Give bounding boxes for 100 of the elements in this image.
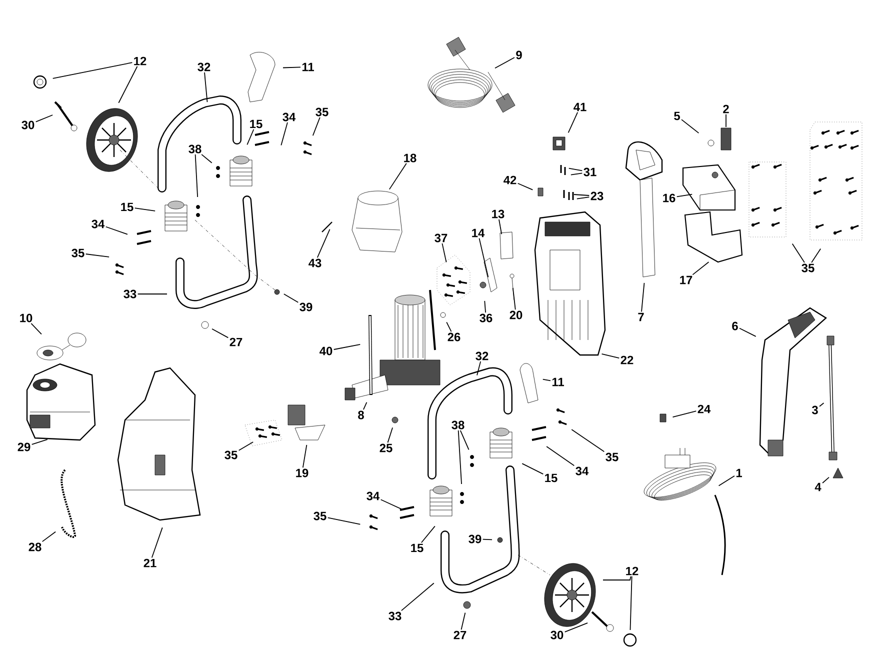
leader-line: [201, 154, 212, 164]
callout-number: 24: [698, 404, 711, 414]
callout-number: 29: [18, 442, 30, 452]
callout-number: 22: [620, 356, 634, 364]
leader-line: [327, 517, 361, 525]
callout-number: 35: [314, 512, 326, 520]
callout-number: 15: [545, 474, 558, 482]
leader-line: [602, 576, 632, 580]
callout-number: 13: [492, 210, 504, 218]
leader-line: [517, 182, 534, 190]
leader-line: [85, 254, 110, 258]
callout-number: 2: [723, 104, 729, 114]
leader-line: [212, 328, 229, 338]
leader-line: [576, 196, 590, 200]
leader-line: [333, 344, 361, 350]
leader-line: [676, 194, 693, 198]
callout-number: 43: [308, 258, 322, 268]
leader-line: [564, 622, 588, 632]
leader-line: [476, 360, 482, 376]
callout-number: 34: [576, 466, 589, 476]
callout-number: 12: [626, 566, 638, 576]
callout-number: 9: [516, 50, 522, 60]
callout-number: 18: [404, 154, 416, 162]
leader-line: [118, 66, 138, 104]
leader-line: [246, 128, 254, 146]
callout-number: 32: [198, 62, 210, 72]
callout-number: 26: [448, 332, 460, 342]
callout-number: 17: [680, 276, 692, 284]
callout-number: 7: [638, 312, 644, 322]
leader-line: [283, 294, 299, 303]
callout-number: 6: [732, 322, 738, 330]
leader-line: [282, 66, 301, 68]
callout-number: 35: [72, 248, 84, 258]
callout-number: 32: [476, 352, 488, 360]
leader-line: [718, 475, 735, 486]
callout-number: 5: [674, 112, 680, 120]
callout-number: 15: [121, 202, 134, 212]
leader-line: [420, 526, 436, 544]
callout-number: 35: [316, 108, 328, 116]
callout-number: 20: [510, 310, 522, 320]
callout-number: 25: [380, 444, 392, 452]
callout-number: 8: [358, 410, 364, 420]
leader-line: [494, 57, 515, 69]
callout-number: 39: [468, 534, 482, 544]
callout-number: 41: [574, 102, 586, 112]
callout-number: 21: [144, 558, 156, 568]
leader-line: [819, 402, 824, 407]
callout-number: 10: [20, 314, 32, 322]
callout-number: 15: [411, 544, 424, 552]
leader-line: [52, 62, 133, 79]
leader-line: [387, 427, 393, 444]
leader-line: [484, 300, 486, 313]
callout-number: 15: [250, 120, 262, 128]
leader-line: [204, 72, 208, 102]
callout-number: 42: [504, 176, 516, 184]
callout-number: 31: [584, 168, 596, 176]
leader-line: [568, 168, 583, 172]
leader-line: [460, 430, 470, 450]
callout-number: 35: [606, 452, 618, 462]
callout-number: 40: [320, 346, 332, 356]
callout-number: 38: [452, 420, 464, 430]
leader-line: [542, 378, 551, 382]
leader-line: [30, 322, 42, 335]
leader-line: [446, 322, 452, 332]
leader-line: [42, 531, 56, 542]
callout-number: 38: [188, 144, 202, 154]
leader-line: [316, 228, 330, 258]
callout-number: 33: [388, 612, 402, 620]
leader-line: [570, 172, 583, 176]
leader-line: [482, 538, 492, 540]
callout-number: 35: [224, 450, 238, 460]
leader-line: [280, 122, 288, 146]
leader-line: [442, 242, 447, 263]
callout-number: 37: [434, 234, 448, 242]
leader-line: [672, 410, 697, 418]
leader-line: [601, 353, 620, 359]
leader-line: [458, 430, 462, 484]
leader-line: [363, 402, 368, 410]
callout-number: 27: [230, 338, 242, 346]
leader-line: [568, 112, 578, 134]
leader-line: [641, 282, 645, 312]
callout-number: 1: [736, 468, 742, 478]
leader-line: [692, 262, 710, 276]
leader-line: [739, 328, 756, 337]
callout-number: 34: [282, 112, 296, 122]
leader-line: [478, 238, 489, 278]
leader-line: [681, 119, 700, 134]
leader-line: [460, 612, 466, 630]
leader-line: [35, 114, 54, 122]
callout-number: 12: [134, 56, 146, 66]
callout-number: 3: [812, 406, 818, 414]
callout-number: 27: [454, 630, 466, 640]
callout-number: 19: [296, 468, 308, 478]
leader-line: [811, 248, 822, 263]
callout-number: 11: [552, 378, 564, 386]
leader-line: [401, 582, 434, 611]
leader-line: [574, 194, 590, 196]
leader-line: [134, 208, 156, 212]
leader-line: [792, 243, 805, 263]
leader-line: [31, 439, 48, 445]
